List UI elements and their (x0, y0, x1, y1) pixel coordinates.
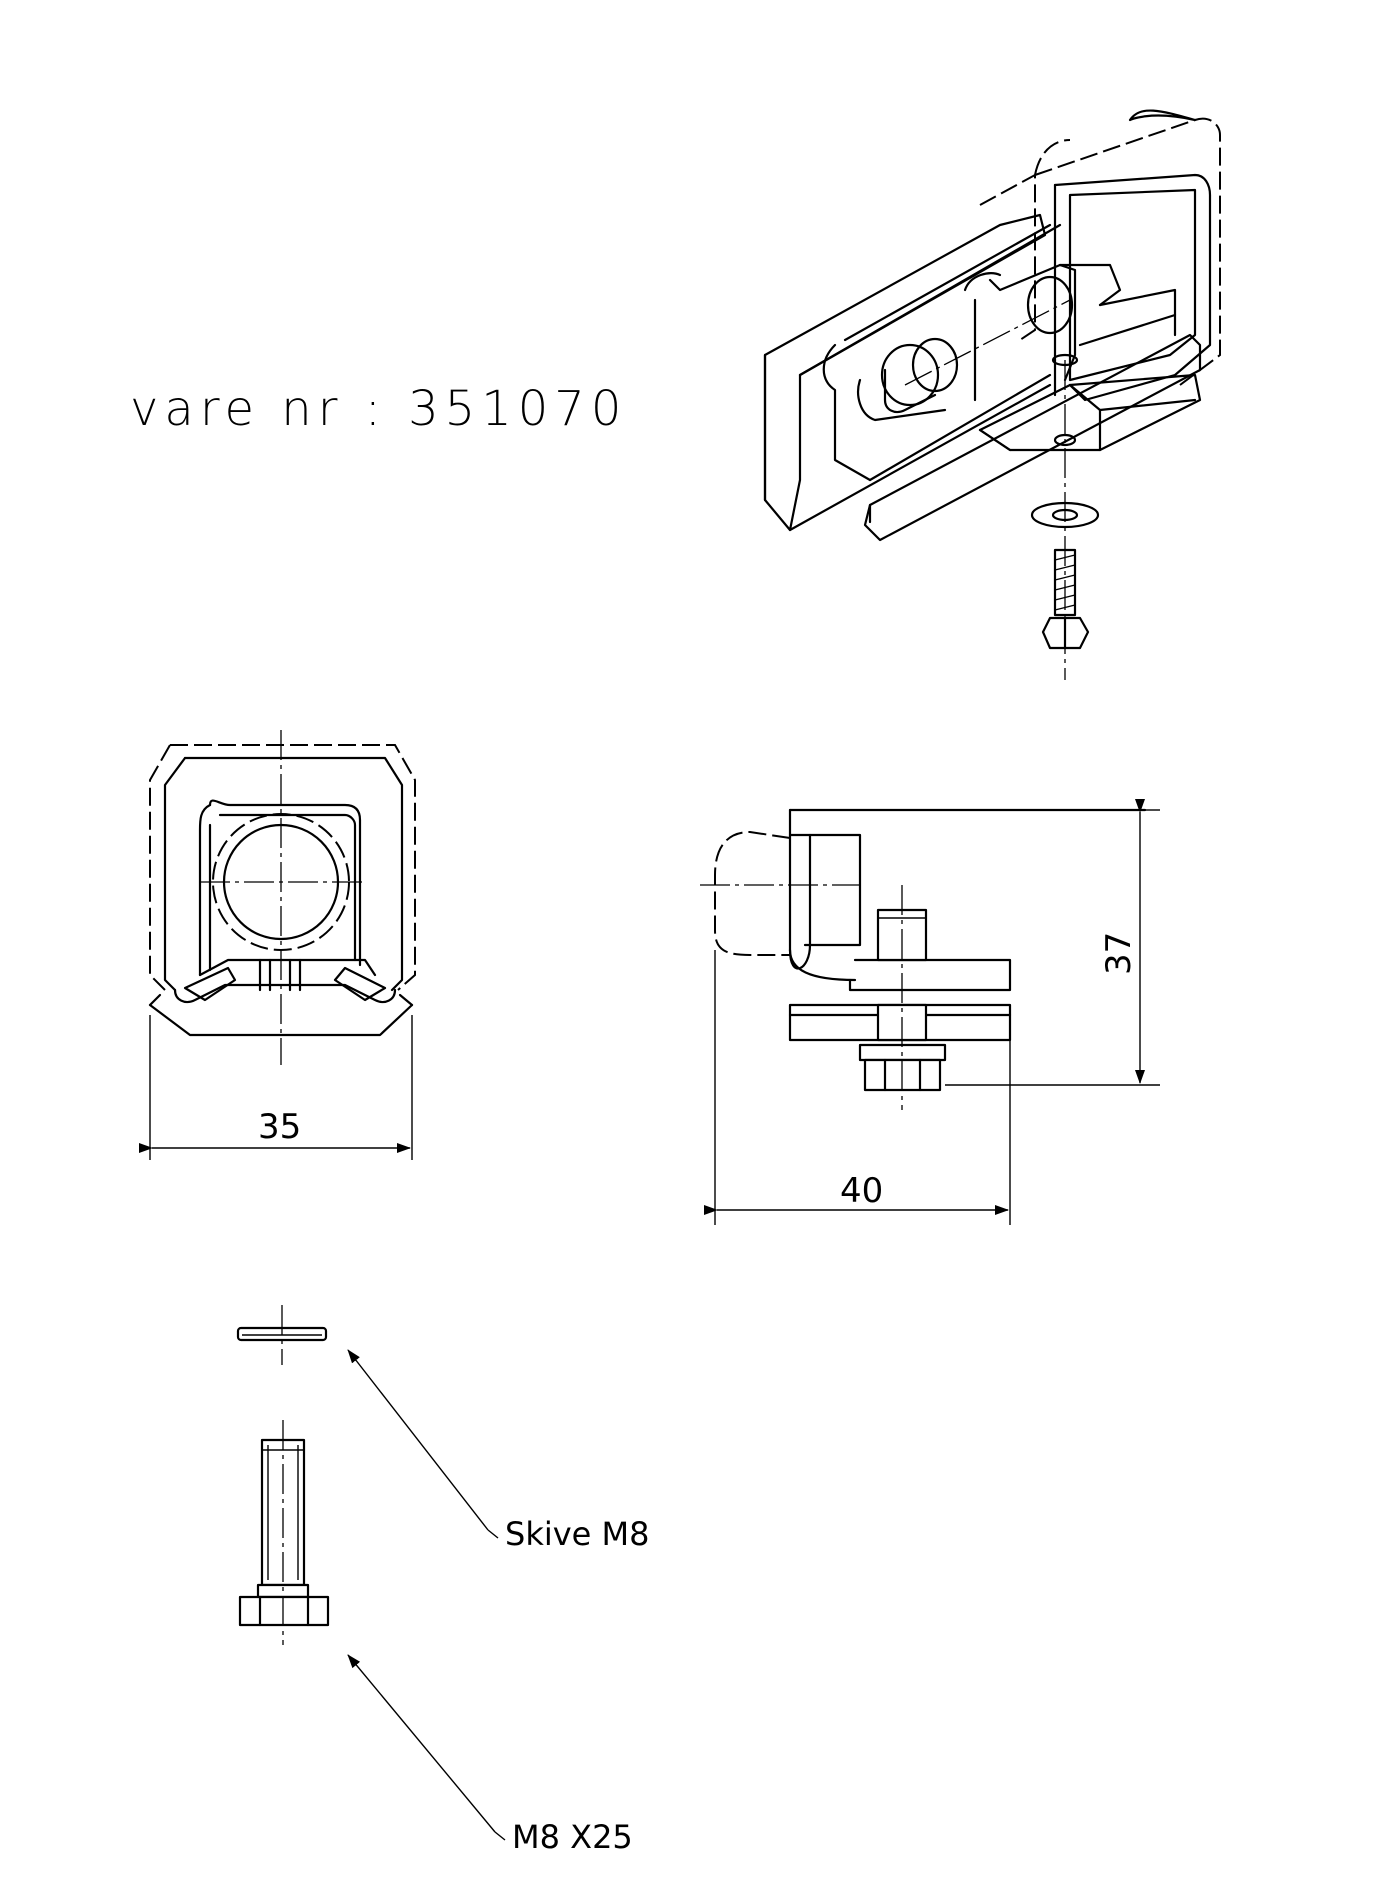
washer-callout: Skive M8 (505, 1515, 650, 1553)
bolt-part (238, 1420, 330, 1645)
height-dimension: 37 (1099, 932, 1139, 975)
part-number-label: vare nr : 351070 (130, 381, 627, 437)
width-dimension: 35 (258, 1107, 301, 1147)
depth-dimension: 40 (840, 1171, 883, 1211)
front-view: 35 (139, 730, 416, 1160)
side-view: 37 40 (700, 799, 1160, 1225)
isometric-view (763, 109, 1221, 680)
washer-part (236, 1305, 328, 1365)
bolt-callout: M8 X25 (512, 1818, 633, 1856)
